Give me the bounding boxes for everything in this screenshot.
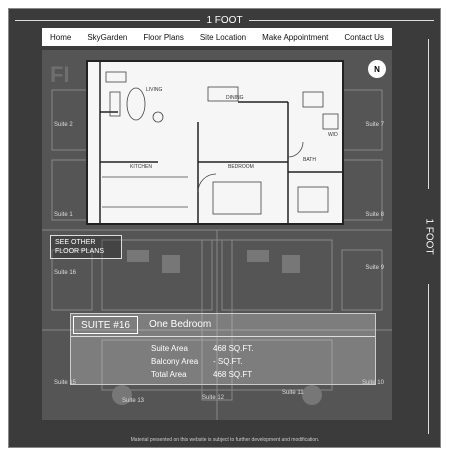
nav-make-appointment[interactable]: Make Appointment [262,32,329,42]
info-key: Suite Area [151,344,188,353]
info-row: Total Area 468 SQ.FT [151,370,252,379]
nav-floor-plans[interactable]: Floor Plans [143,32,184,42]
suite-info-panel: SUITE #16 One Bedroom Suite Area 468 SQ.… [70,313,376,385]
suite-label[interactable]: Suite 7 [365,122,384,128]
info-value: 468 SQ.FT [213,370,253,379]
right-dimension-label: 1 FOOT [423,218,435,255]
top-dimension-label: 1 FOOT [9,9,440,31]
nav-home[interactable]: Home [50,32,72,42]
suite-plan-drawing [99,62,342,223]
nav-contact-us[interactable]: Contact Us [344,32,384,42]
right-dimension: 1 FOOT [420,39,438,434]
info-key: Total Area [151,370,187,379]
suite-floor-plan[interactable]: LIVING DINING KITCHEN BEDROOM BATH W/D [86,60,344,225]
room-bath: BATH [303,157,316,163]
divider [71,336,375,337]
nav-skygarden[interactable]: SkyGarden [87,32,128,42]
suite-label[interactable]: Suite 11 [282,390,304,396]
suite-label[interactable]: Suite 10 [361,380,384,386]
suite-label[interactable]: Suite 16 [54,270,77,276]
info-row: Balcony Area - SQ.FT. [151,357,243,366]
info-row: Suite Area 468 SQ.FT. [151,344,253,353]
room-wd: W/D [328,132,338,138]
suite-label[interactable]: Suite 2 [54,122,73,128]
room-living: LIVING [146,87,163,93]
suite-label[interactable]: Suite 13 [122,398,145,404]
disclaimer: Material presented on this website is su… [130,437,320,443]
suite-label[interactable]: Suite 12 [202,395,225,401]
room-dining: DINING [226,95,244,101]
info-key: Balcony Area [151,357,199,366]
building-drawing [42,89,392,420]
info-value: 468 SQ.FT. [213,344,254,353]
north-compass-icon: N [368,60,386,78]
building-floor-plan: FI [42,50,392,420]
suite-label[interactable]: Suite 1 [54,212,73,218]
info-value: - SQ.FT. [213,357,243,366]
room-bedroom: BEDROOM [228,164,254,170]
suite-label[interactable]: Suite 9 [365,265,384,271]
see-other-floor-plans-button[interactable]: SEE OTHER FLOOR PLANS [50,235,122,259]
suite-label[interactable]: Suite 15 [54,380,77,386]
suite-number: SUITE #16 [73,316,138,334]
suite-type: One Bedroom [149,319,212,330]
main-nav: Home SkyGarden Floor Plans Site Location… [42,28,392,46]
nav-site-location[interactable]: Site Location [199,32,247,42]
watermark-text: FI [50,62,70,87]
suite-label[interactable]: Suite 8 [365,212,384,218]
room-kitchen: KITCHEN [130,164,152,170]
